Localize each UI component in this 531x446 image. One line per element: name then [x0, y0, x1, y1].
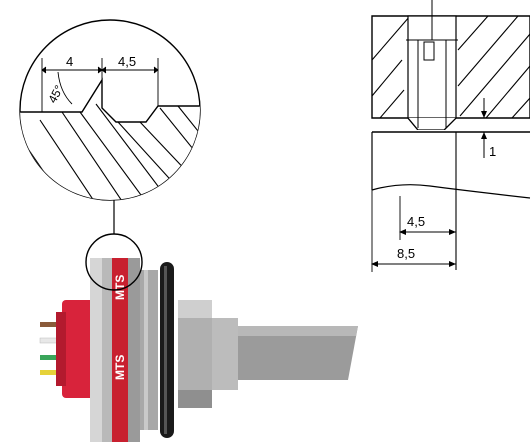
wire-brown	[40, 322, 70, 327]
connector-illustration: MTS MTS	[39, 258, 358, 442]
dim-inner-label: 4,5	[407, 214, 425, 229]
band-text-1: MTS	[113, 355, 127, 380]
detail-circle-view: 4 4,5 45°	[19, 19, 201, 201]
highlight-circle	[85, 233, 143, 291]
dim-right-label: 4,5	[118, 54, 136, 69]
break-line-lower	[371, 184, 531, 199]
cable-gland	[212, 318, 238, 390]
section-view: 1 4,5 8,5	[371, 0, 531, 272]
grey-ring	[140, 270, 158, 430]
cable	[238, 326, 358, 380]
label-band	[112, 258, 128, 442]
red-connector-body	[62, 300, 98, 398]
dim-left-label: 4	[66, 54, 73, 69]
wire-yellow	[40, 370, 70, 375]
dim-outer-label: 8,5	[397, 246, 415, 261]
wire-green	[40, 355, 70, 360]
angle-arc	[57, 71, 73, 105]
dim-gap-label: 1	[489, 144, 496, 159]
band-text-2: MTS	[113, 275, 127, 300]
